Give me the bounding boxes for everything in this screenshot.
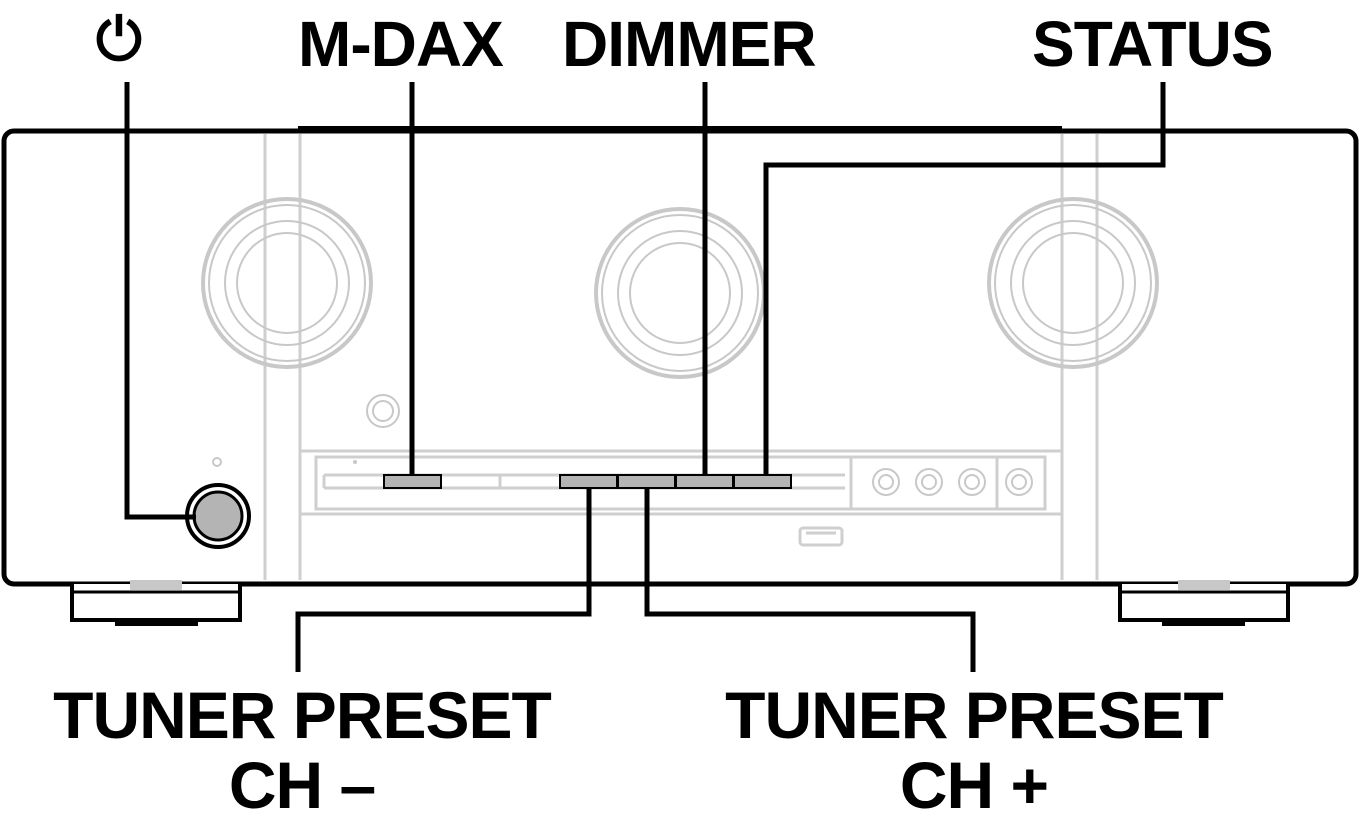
status-label: STATUS <box>1032 8 1273 80</box>
left-knob <box>201 197 373 369</box>
dimmer-label: DIMMER <box>562 8 817 80</box>
power-indicator <box>212 457 222 467</box>
ch-minus-leader <box>295 488 592 672</box>
tuner-preset-ch-minus-label: TUNER PRESET CH – <box>42 682 562 818</box>
power-button[interactable] <box>185 483 251 549</box>
right-foot <box>1118 580 1290 626</box>
leader-lines <box>124 82 1166 672</box>
dimmer-button[interactable] <box>675 474 734 489</box>
tuner-preset-ch-plus-label: TUNER PRESET CH + <box>714 682 1234 818</box>
tuner-preset-ch-plus-button[interactable] <box>617 474 676 489</box>
right-knob <box>987 197 1159 369</box>
ch-plus-leader <box>644 488 976 672</box>
left-foot <box>70 580 242 626</box>
tuner-preset-ch-minus-button[interactable] <box>559 474 618 489</box>
tuner-preset-ch-plus-line1: TUNER PRESET <box>725 678 1224 752</box>
input-jacks <box>872 468 1033 496</box>
tuner-preset-ch-plus-line2: CH + <box>899 748 1049 820</box>
power-label: ⏻ <box>96 5 142 73</box>
mdax-button[interactable] <box>383 474 442 489</box>
status-leader <box>763 82 1166 476</box>
tuner-preset-ch-minus-line2: CH – <box>228 748 376 820</box>
mdax-label: M-DAX <box>298 8 504 80</box>
small-indicator <box>353 460 357 464</box>
tuner-preset-ch-minus-line1: TUNER PRESET <box>53 678 552 752</box>
small-knob <box>366 394 400 428</box>
status-button[interactable] <box>733 474 792 489</box>
power-leader <box>124 82 196 520</box>
